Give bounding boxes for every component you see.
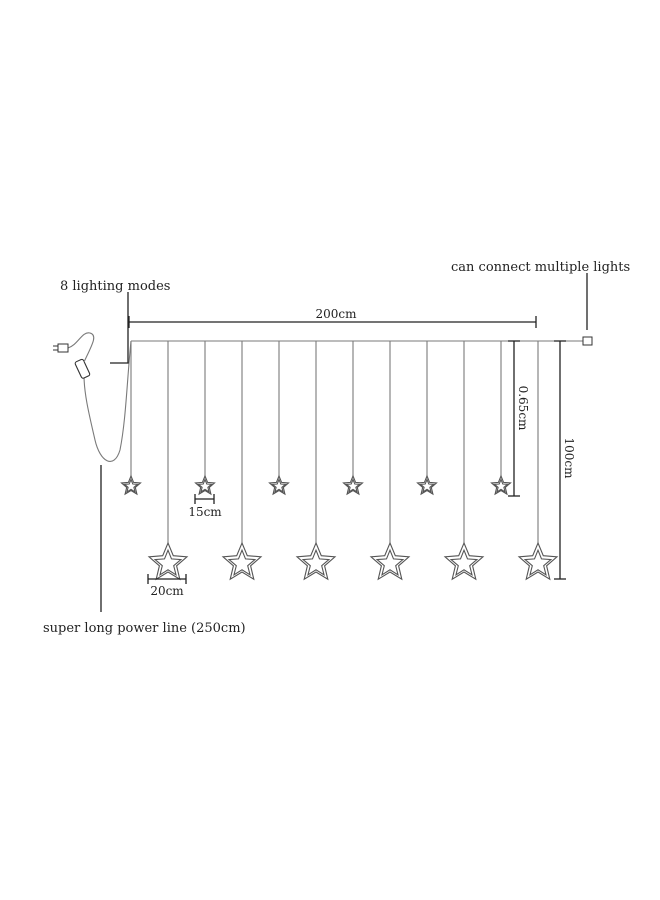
star-inner-outline [153, 548, 183, 576]
small-star-icon [120, 474, 142, 496]
power-line-label: super long power line (250cm) [43, 621, 246, 636]
long-drop-dimension [554, 340, 566, 580]
star-inner-outline [123, 478, 139, 494]
end-connector-icon [582, 336, 593, 346]
short-drop-label: 0.65cm [516, 386, 530, 431]
strands-group [120, 341, 559, 581]
large-star-icon [295, 541, 337, 581]
plug-icon [53, 343, 69, 353]
star-inner-outline [449, 548, 479, 576]
large-star-icon [369, 541, 411, 581]
star-inner-outline [345, 478, 361, 494]
star-inner-outline [375, 548, 405, 576]
modes-pointer-line [110, 292, 129, 364]
small-star-icon [416, 474, 438, 496]
width-dimension [128, 316, 537, 328]
small-star-label: 15cm [188, 505, 222, 519]
width-label: 200cm [315, 307, 357, 321]
long-drop-label: 100cm [562, 437, 576, 479]
connect-label: can connect multiple lights [451, 260, 630, 275]
small-star-icon [490, 474, 512, 496]
large-star-icon [517, 541, 559, 581]
small-star-dimension [194, 494, 215, 504]
small-star-icon [194, 474, 216, 496]
large-star-dimension [147, 574, 187, 584]
star-inner-outline [419, 478, 435, 494]
controller-box-icon [74, 358, 91, 379]
star-inner-outline [301, 548, 331, 576]
star-inner-outline [523, 548, 553, 576]
small-star-icon [268, 474, 290, 496]
large-star-icon [147, 541, 189, 581]
star-inner-outline [197, 478, 213, 494]
power-line [83, 340, 132, 462]
star-inner-outline [227, 548, 257, 576]
large-star-icon [221, 541, 263, 581]
small-star-icon [342, 474, 364, 496]
short-drop-dimension [508, 340, 520, 497]
plug-cord [67, 332, 95, 363]
modes-label: 8 lighting modes [60, 279, 170, 294]
large-star-icon [443, 541, 485, 581]
star-inner-outline [493, 478, 509, 494]
star-inner-outline [271, 478, 287, 494]
large-star-label: 20cm [150, 584, 184, 598]
